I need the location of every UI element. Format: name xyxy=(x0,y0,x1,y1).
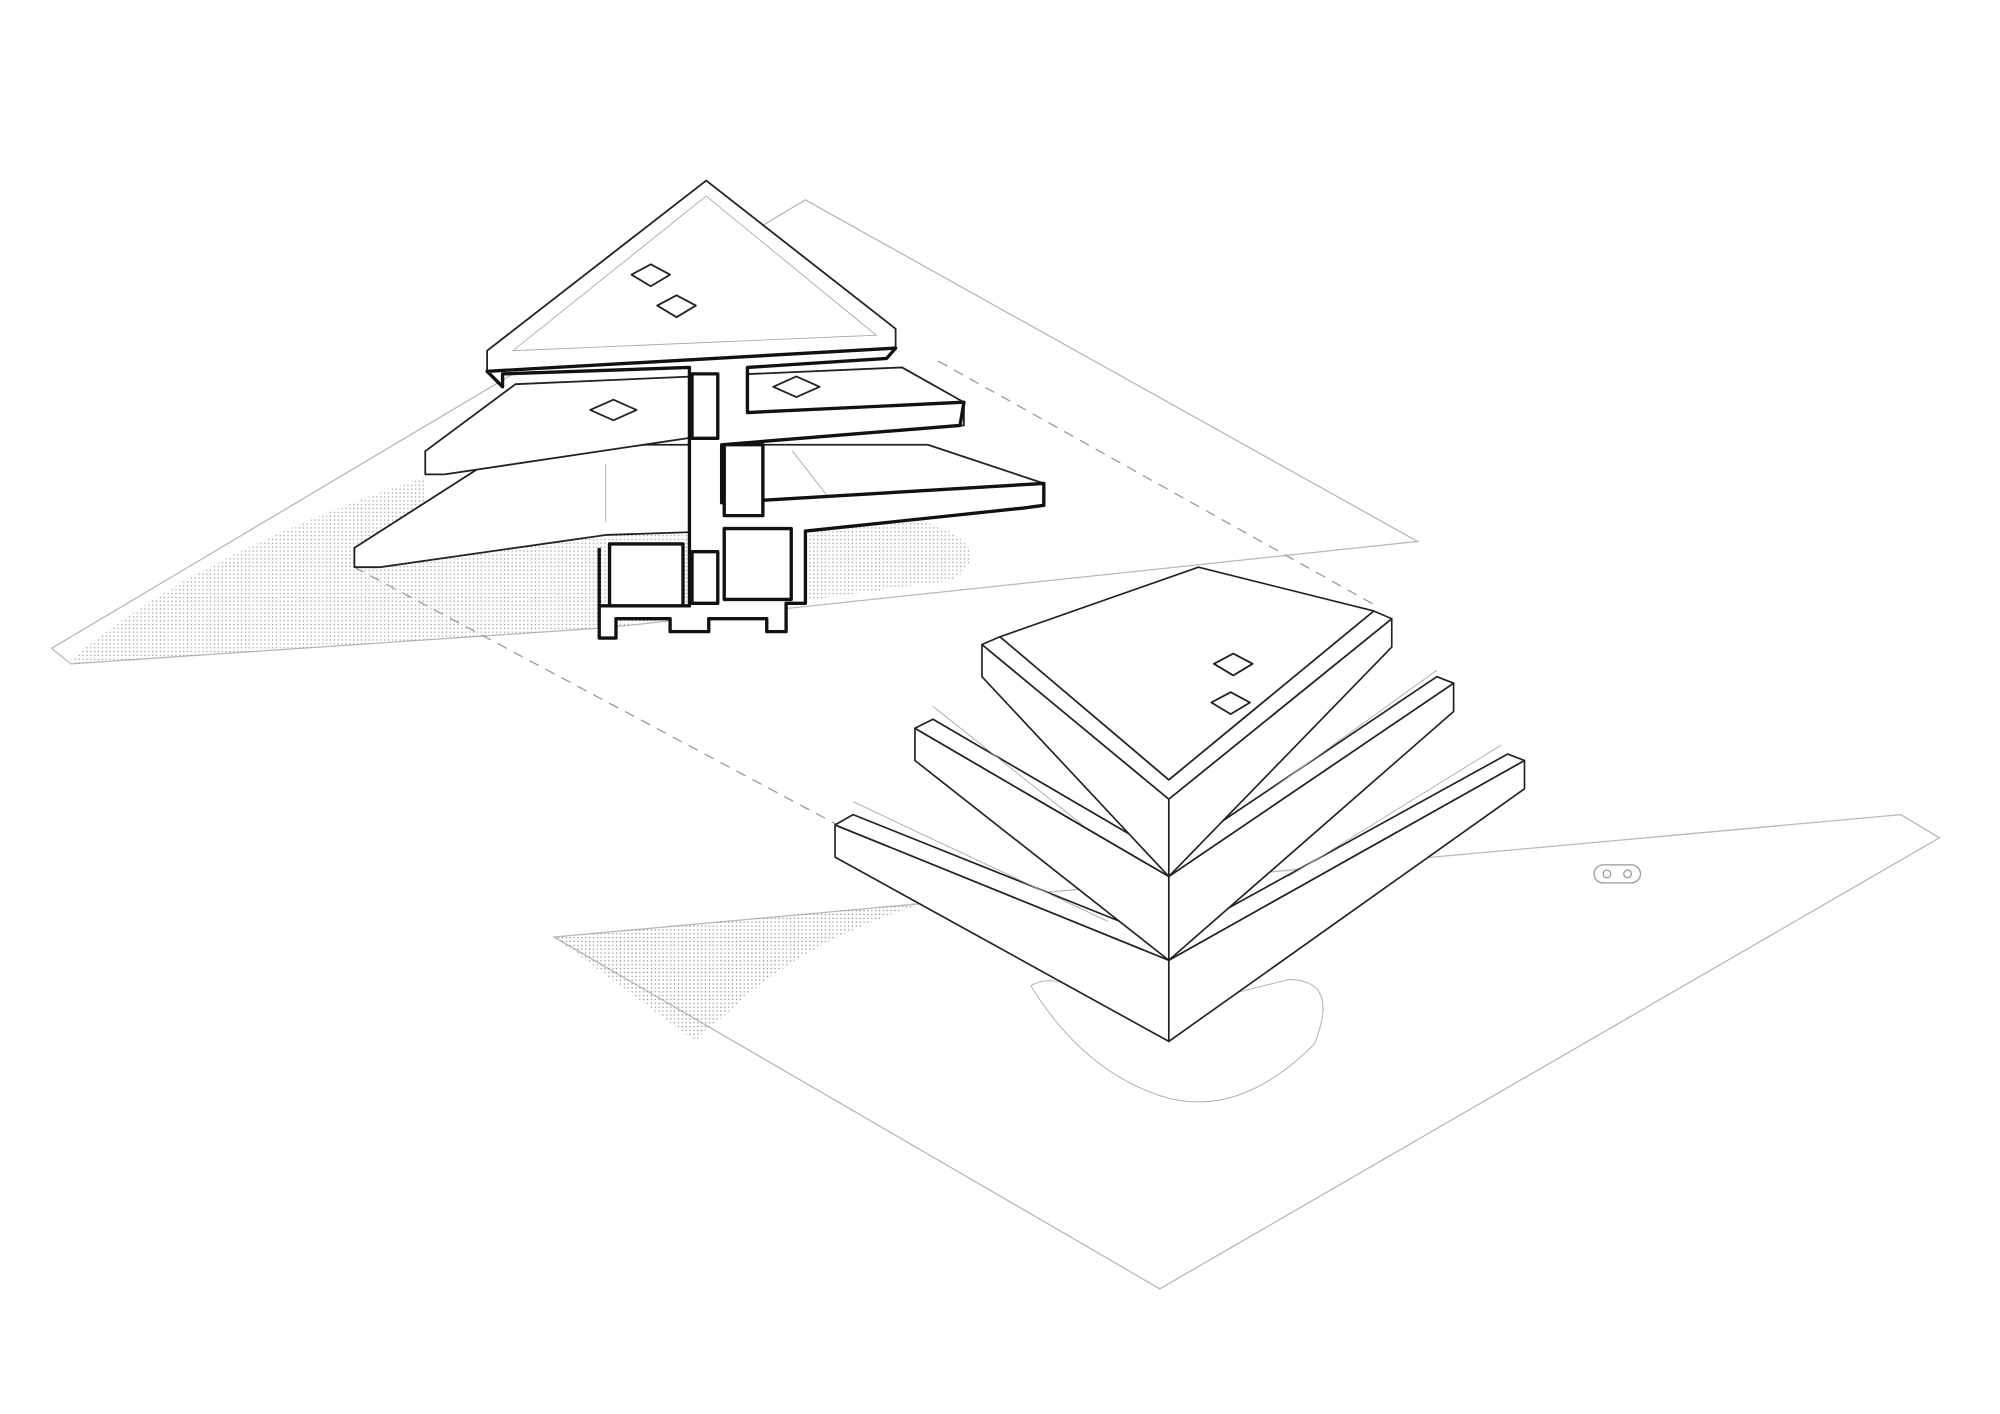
car-icon xyxy=(1593,864,1642,884)
shadow-lower xyxy=(554,902,928,1042)
v-building xyxy=(834,566,1526,1043)
skylight-icon xyxy=(630,263,697,319)
section-building xyxy=(353,179,1046,640)
skylight-icon xyxy=(1210,652,1254,715)
